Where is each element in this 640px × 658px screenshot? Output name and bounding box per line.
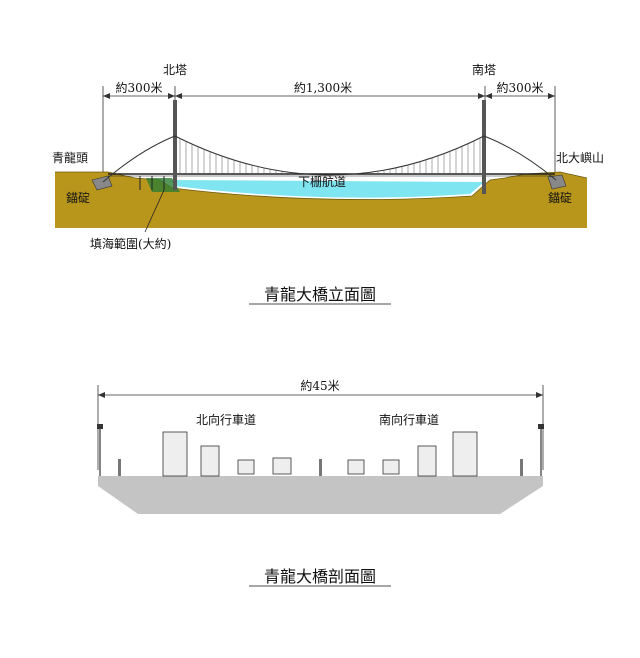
arrow-left (103, 93, 110, 99)
southbound-label: 南向行車道 (379, 412, 439, 427)
channel-label: 下栅航道 (298, 174, 346, 189)
south-tower (482, 100, 486, 194)
car-south-1 (347, 459, 365, 475)
truck-north (200, 445, 220, 477)
dim-right-label: 約300米 (497, 80, 544, 95)
barrier-left (118, 459, 121, 476)
vehicles (162, 431, 478, 477)
northbound-label: 北向行車道 (196, 412, 256, 427)
car-north-1 (237, 459, 255, 475)
arrow-nt-left (168, 93, 175, 99)
double-decker-bus-north (162, 431, 188, 477)
dim-main-label: 約1,300米 (294, 80, 352, 95)
double-decker-bus-south (452, 431, 478, 477)
right-land-label: 北大嶼山 (556, 151, 604, 165)
reclamation-area (146, 178, 180, 192)
south-tower-label: 南塔 (472, 62, 496, 77)
anchor-left-label: 錨碇 (66, 191, 90, 205)
water-channel (170, 180, 484, 198)
truck-south (417, 445, 437, 477)
north-tower-label: 北塔 (163, 63, 187, 77)
reclamation-label: 填海範圍(大約) (90, 236, 171, 251)
section-width-label: 約45米 (300, 378, 339, 393)
back-cable-left (102, 135, 176, 183)
lamp-head-left (97, 424, 103, 429)
car-north-2 (272, 457, 292, 475)
arrow-nt-right (175, 93, 182, 99)
elevation-view: 北塔 南塔 約300米 約1,300米 約300米 青龍頭 北大嶼山 (52, 62, 604, 305)
section-view: 約45米 北向行車道 南向行車道 青龍大橋剖面圖 (97, 378, 544, 587)
section-arrow-right (536, 392, 543, 398)
hangers (179, 137, 481, 175)
lamp-head-right (538, 424, 544, 429)
left-land-label: 青龍頭 (52, 150, 88, 165)
arrow-st-right (485, 93, 492, 99)
back-cable-right (483, 135, 557, 181)
ground-profile (55, 172, 587, 228)
barrier-right (520, 459, 523, 476)
anchor-block-left (91, 175, 113, 191)
arrow-right (548, 93, 555, 99)
dim-left-label: 約300米 (116, 80, 163, 95)
section-arrow-left (98, 392, 105, 398)
elevation-title: 青龍大橋立面圖 (264, 285, 376, 304)
north-tower (173, 100, 177, 190)
anchor-block-right (547, 174, 567, 190)
arrow-st-left (478, 93, 485, 99)
reclamation-leader (144, 189, 165, 233)
car-south-2 (382, 459, 400, 475)
section-title: 青龍大橋剖面圖 (264, 567, 376, 586)
deck-section (98, 476, 543, 514)
anchor-right-label: 錨碇 (548, 191, 572, 205)
barrier-median (319, 459, 322, 476)
main-cable (174, 135, 485, 176)
